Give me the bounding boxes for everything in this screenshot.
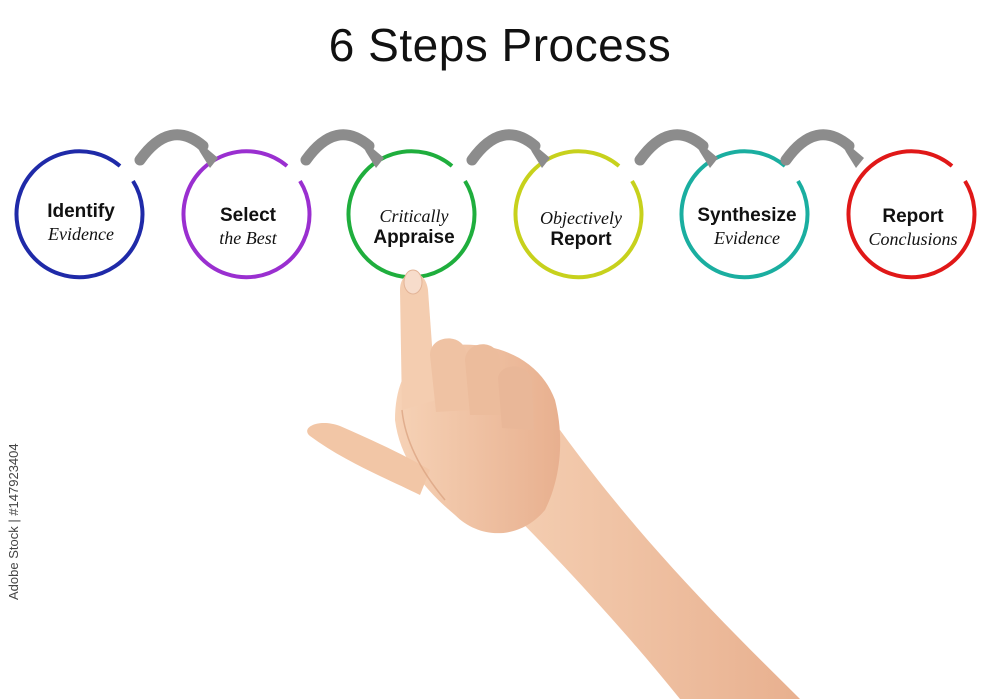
step-label-3: Critically Appraise [344,205,484,249]
stock-watermark-id: Adobe Stock | #147923404 [6,443,21,600]
middle-finger-knuckle [430,338,470,412]
step-1-line1: Identify [11,201,151,223]
step-label-5: Synthesize Evidence [677,205,817,249]
step-3-line2: Appraise [344,227,484,249]
step-1-line2: Evidence [11,223,151,245]
index-finger [400,273,436,410]
ring-finger-knuckle [465,344,502,415]
step-label-6: Report Conclusions [838,206,988,250]
step-label-2: Select the Best [178,205,318,249]
step-6-line1: Report [838,206,988,228]
step-5-line2: Evidence [677,227,817,249]
step-2-line1: Select [178,205,318,227]
step-label-4: Objectively Report [511,207,651,251]
connector-arrow-5 [786,135,864,168]
step-5-line1: Synthesize [677,205,817,227]
fingernail [404,270,422,294]
connector-arrow-3 [472,135,550,168]
little-finger-knuckle [498,366,534,430]
step-4-line2: Report [511,229,651,251]
step-label-1: Identify Evidence [11,201,151,245]
step-6-line2: Conclusions [838,228,988,250]
step-2-line2: the Best [178,227,318,249]
connector-arrow-1 [140,135,218,168]
step-4-line1: Objectively [511,207,651,229]
pointing-hand [307,270,800,699]
step-3-line1: Critically [344,205,484,227]
